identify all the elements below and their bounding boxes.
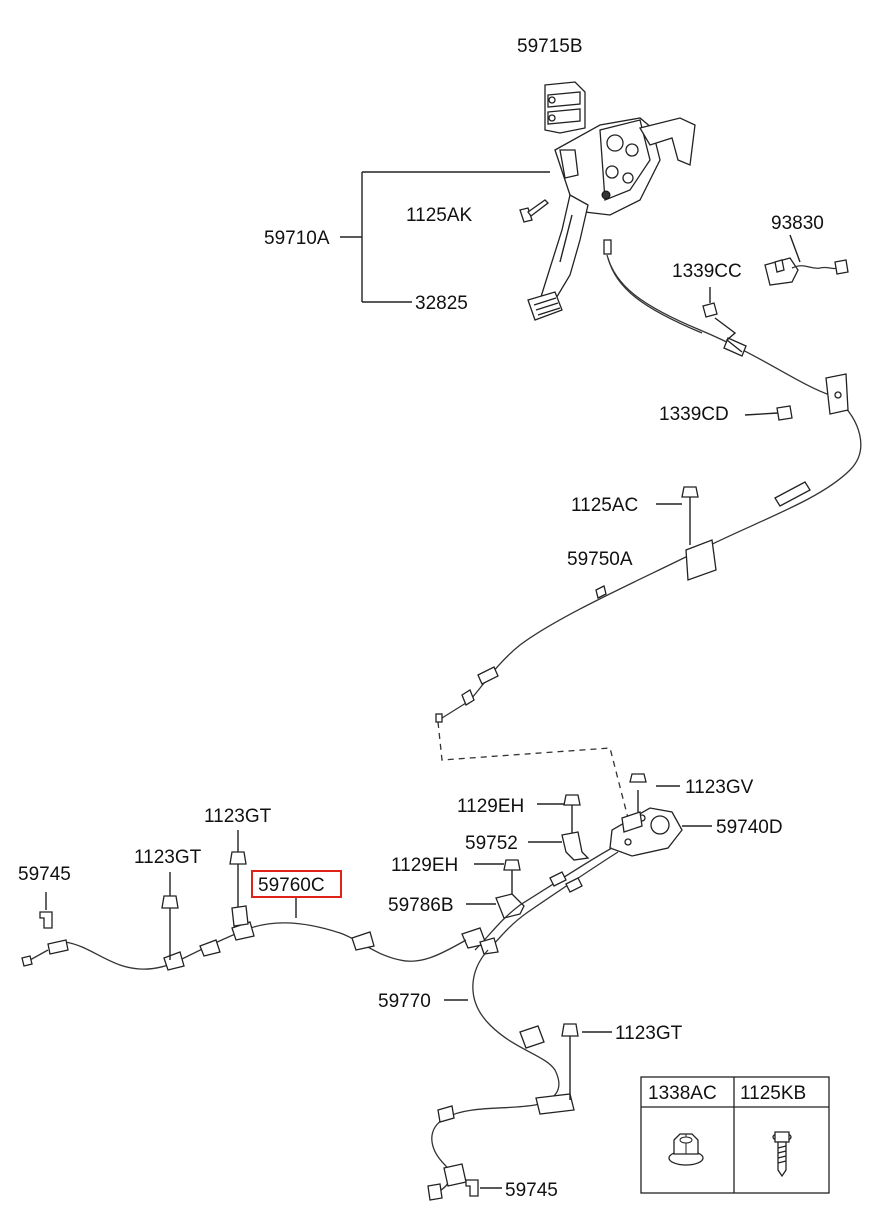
switch-93830 xyxy=(764,234,849,286)
label-59745-bottom: 59745 xyxy=(505,1180,558,1201)
legend-header-1125kb: 1125KB xyxy=(740,1083,806,1104)
rear-cable-59760c xyxy=(21,898,467,971)
label-93830: 93830 xyxy=(771,213,824,234)
bolt-1123gt-top xyxy=(229,830,249,927)
label-1125ac: 1125AC xyxy=(571,495,638,516)
label-1123gt-mid: 1123GT xyxy=(134,847,202,868)
clip-59745-left xyxy=(39,892,53,929)
bolt-1123gt-mid xyxy=(161,872,179,960)
part-labels: 59715B 59710A 1125AK 32825 93830 1339CC … xyxy=(18,36,824,1201)
label-1339cc: 1339CC xyxy=(672,261,742,282)
nut-1339cc xyxy=(702,287,743,353)
label-59752: 59752 xyxy=(465,833,518,854)
bracket-59786b xyxy=(466,893,525,919)
bracket-59715b xyxy=(544,81,586,134)
rear-cable-junction xyxy=(461,847,619,956)
pedal-assembly xyxy=(519,81,696,321)
bracket-1339cd xyxy=(744,373,849,421)
label-59770: 59770 xyxy=(378,991,431,1012)
label-1339cd: 1339CD xyxy=(659,404,729,425)
equalizer-59740d xyxy=(609,773,712,857)
pedal-pad-32825 xyxy=(527,291,563,321)
bolt-1125ak xyxy=(519,199,549,223)
label-1123gt-right: 1123GT xyxy=(615,1023,683,1044)
label-1123gt-top: 1123GT xyxy=(204,806,272,827)
legend-header-1338ac: 1338AC xyxy=(648,1083,717,1104)
label-1129eh-mid: 1129EH xyxy=(391,855,458,876)
label-59750a: 59750A xyxy=(567,549,633,570)
highlight-box-59760c xyxy=(251,870,342,898)
label-1125ak: 1125AK xyxy=(406,205,473,226)
front-cable-59750a xyxy=(435,239,862,723)
rear-cable-59770 xyxy=(427,949,575,1201)
connection-dash xyxy=(437,721,629,819)
label-59715b: 59715B xyxy=(517,36,583,57)
bolt-icon xyxy=(772,1131,792,1178)
bolt-1129eh-top xyxy=(537,794,581,835)
leader-59710a xyxy=(340,171,550,303)
clip-59745-bottom xyxy=(465,1179,502,1197)
label-59786b: 59786B xyxy=(388,895,454,916)
bracket-59752 xyxy=(528,831,590,861)
bolt-1123gt-right xyxy=(561,1023,612,1100)
label-59745-left: 59745 xyxy=(18,864,71,885)
label-32825: 32825 xyxy=(415,293,468,314)
bolt-1125ac xyxy=(656,486,717,581)
label-59710a: 59710A xyxy=(264,228,330,249)
label-1129eh-top: 1129EH xyxy=(457,796,524,817)
label-59740d: 59740D xyxy=(716,817,783,838)
label-1123gv: 1123GV xyxy=(685,777,754,798)
flange-nut-icon xyxy=(668,1133,704,1166)
label-59760c: 59760C xyxy=(258,875,325,896)
legend-table: 1338AC 1125KB xyxy=(640,1076,830,1194)
